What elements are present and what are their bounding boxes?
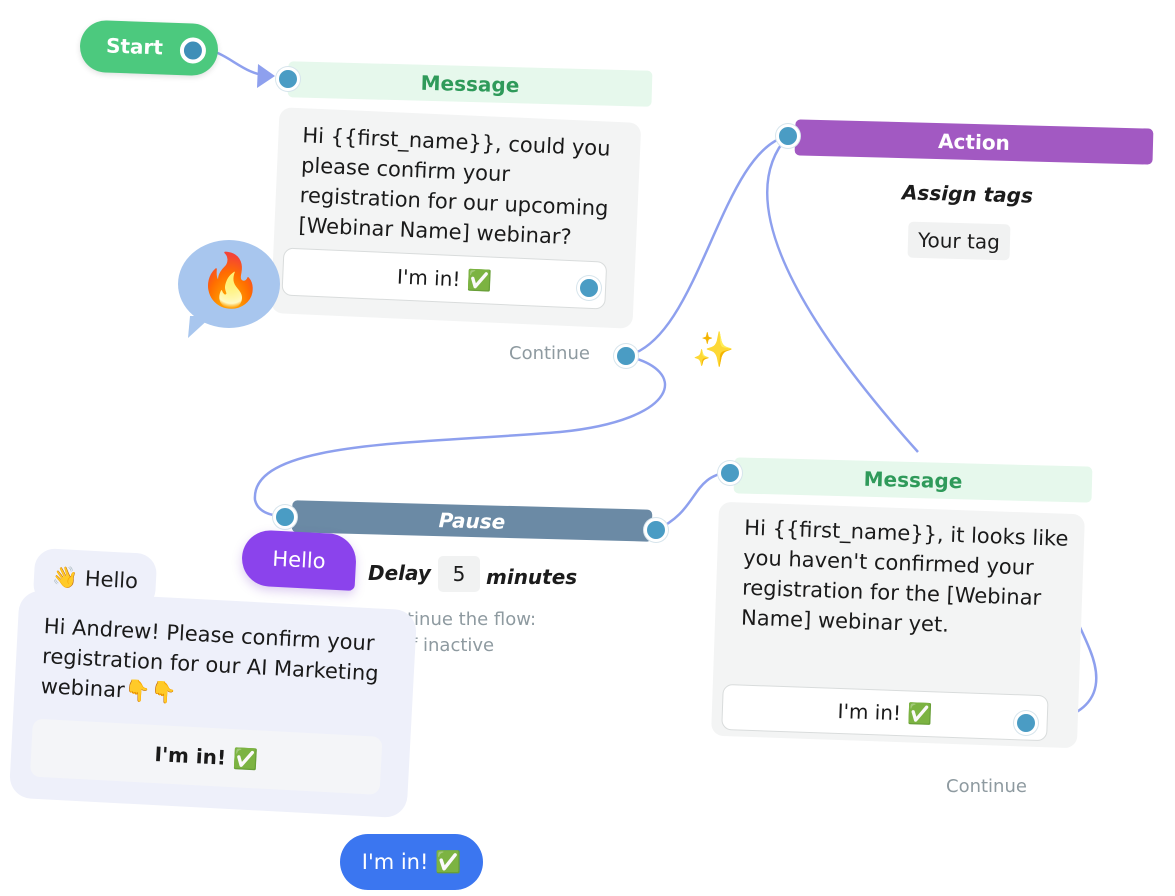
pause-continue-line2: 'f inactive: [406, 635, 495, 656]
reply-bubble: I'm in! ✅: [340, 834, 483, 890]
fire-emoji: 🔥: [198, 251, 263, 311]
message1-text: Hi {{first_name}}, could you please conf…: [298, 120, 633, 254]
delay-value-field[interactable]: 5: [438, 556, 480, 592]
start-arrowhead: [257, 64, 275, 88]
start-node[interactable]: Start: [79, 19, 219, 77]
message2-text: Hi {{first_name}}, it looks like you hav…: [741, 513, 1081, 645]
message2-button-port[interactable]: [1014, 711, 1038, 735]
action-header-label: Action: [937, 129, 1011, 155]
reply-bubble-text: I'm in! ✅: [361, 850, 462, 874]
message1-button[interactable]: I'm in! ✅: [281, 247, 608, 310]
message1-continue-label: Continue: [509, 343, 590, 364]
sparkles-icon: ✨: [692, 330, 735, 370]
start-label: Start: [105, 33, 164, 60]
continue-to-action-wire: [625, 134, 789, 358]
continue-to-pause-wire: [253, 354, 667, 518]
delay-label: Delay: [368, 561, 431, 585]
chat-message-bubble: Hi Andrew! Please confirm your registrat…: [8, 589, 418, 819]
message1-continue-port[interactable]: [614, 344, 638, 368]
action-input-port[interactable]: [776, 124, 800, 148]
action-title: Assign tags: [901, 180, 1034, 208]
chat-im-in-button[interactable]: I'm in! ✅: [29, 718, 383, 795]
fire-bubble: 🔥: [178, 240, 280, 328]
message1-input-port[interactable]: [276, 67, 300, 91]
chat-button-label: I'm in! ✅: [153, 742, 259, 772]
tag-chip-label: Your tag: [917, 227, 1001, 255]
message2-button-label: I'm in! ✅: [837, 698, 933, 727]
hello-bubble-text: Hello: [271, 546, 327, 574]
pause-input-port[interactable]: [273, 505, 297, 529]
message2-input-port[interactable]: [718, 461, 742, 485]
chat-hello-text: 👋 Hello: [51, 564, 139, 594]
delay-value: 5: [452, 562, 466, 586]
start-output-port[interactable]: [179, 37, 207, 64]
pause-output-port[interactable]: [644, 518, 668, 542]
message1-button-port[interactable]: [577, 276, 601, 300]
message1-header-label: Message: [420, 70, 520, 98]
chat-message-text: Hi Andrew! Please confirm your registrat…: [40, 611, 414, 720]
hello-bubble: Hello: [240, 529, 358, 591]
fire-bubble-tail: [188, 316, 212, 338]
message2-continue-label: Continue: [946, 776, 1027, 797]
pause-header-label: Pause: [438, 508, 506, 534]
message2-header-label: Message: [863, 466, 963, 494]
action-to-message2-wire: [766, 135, 919, 453]
tag-chip[interactable]: Your tag: [907, 221, 1011, 261]
message1-button-label: I'm in! ✅: [396, 264, 493, 293]
delay-unit: minutes: [486, 565, 578, 589]
message2-button[interactable]: I'm in! ✅: [721, 683, 1049, 742]
